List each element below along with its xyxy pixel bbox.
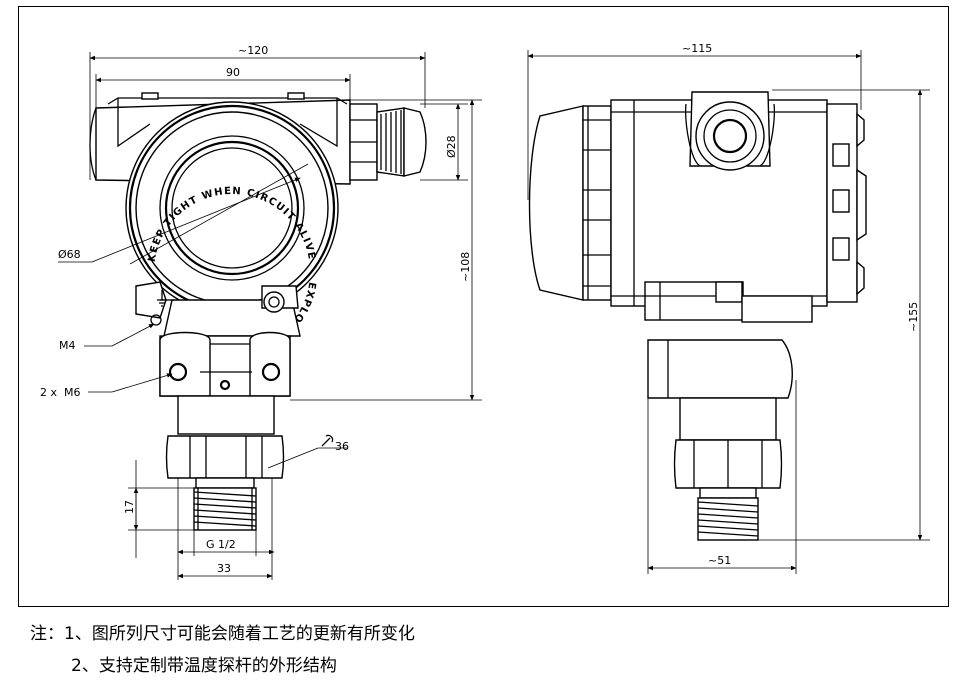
- m6-hole-left: [168, 362, 188, 382]
- label-thread-g: G 1/2: [206, 538, 236, 551]
- note-line-2: 2、支持定制带温度探杆的外形结构: [71, 656, 337, 676]
- right-lug: [261, 285, 299, 313]
- front-view: KEEP TIGHT WHEN CIRCUIT ALIVE EXPLOSIVE …: [40, 44, 482, 580]
- thread-g12: [193, 487, 257, 531]
- m6-hole-right: [261, 362, 281, 382]
- side-cable-gland: [684, 91, 776, 171]
- label-m4: M4: [59, 339, 76, 352]
- hex-nut: [165, 435, 285, 479]
- wrench-icon: [321, 434, 334, 447]
- side-view: ~115 ~155 ~51: [527, 42, 930, 574]
- dim-wrench-36: 36: [335, 440, 349, 453]
- side-connector: [644, 281, 813, 323]
- side-lower-block: [647, 339, 793, 399]
- note-line-1: 注：1、图所列尺寸可能会随着工艺的更新有所变化: [30, 624, 415, 644]
- cable-gland: [349, 103, 427, 181]
- dim-width-90: 90: [226, 66, 240, 79]
- dim-width-120: ~120: [238, 44, 268, 57]
- dim-height-108: ~108: [459, 252, 472, 282]
- dim-len-17: 17: [123, 500, 136, 514]
- drawing-frame: [18, 6, 949, 607]
- label-m6: 2 x M6: [40, 386, 81, 399]
- dim-dia-28: Ø28: [445, 135, 458, 158]
- dim-width-115: ~115: [682, 42, 712, 55]
- side-left-cover: [528, 105, 584, 301]
- ground-screw: [135, 281, 174, 326]
- dim-width-33: 33: [217, 562, 231, 575]
- dim-dia-68: Ø68: [58, 248, 81, 261]
- dim-height-155: ~155: [907, 302, 920, 332]
- dim-width-51: ~51: [708, 554, 731, 567]
